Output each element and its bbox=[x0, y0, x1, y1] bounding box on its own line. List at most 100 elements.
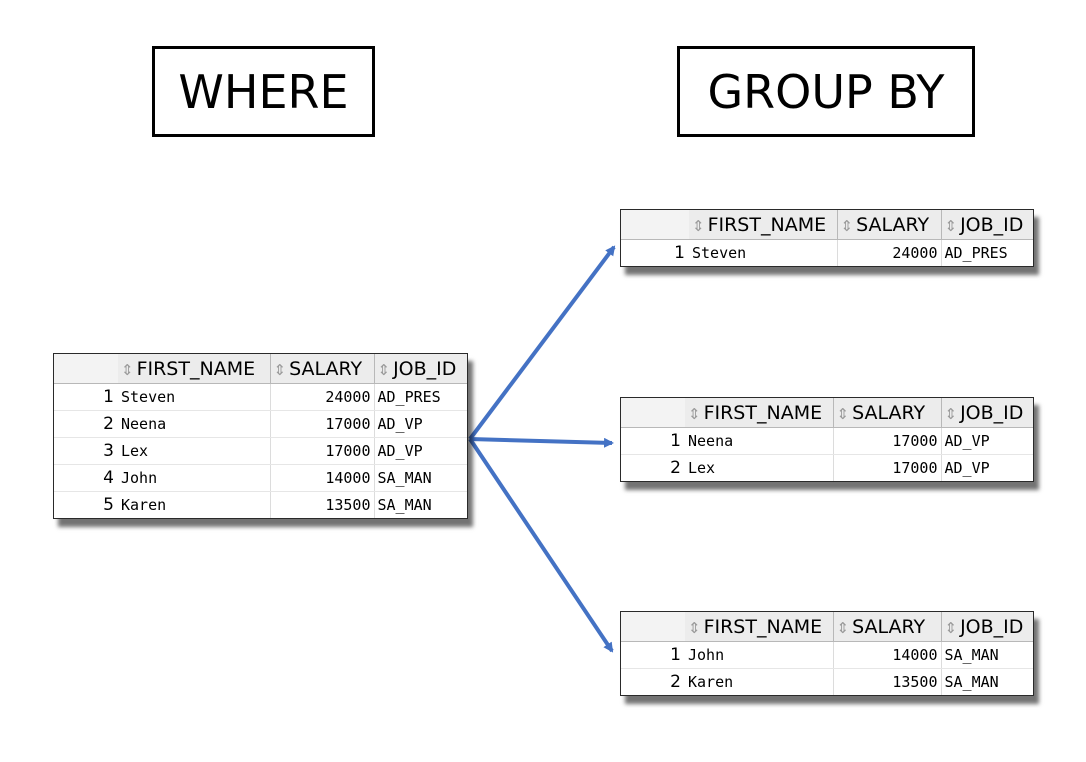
where-label-box: WHERE bbox=[152, 46, 375, 137]
column-header-salary[interactable]: ⇕SALARY bbox=[270, 354, 375, 384]
column-header-first-name[interactable]: ⇕FIRST_NAME bbox=[685, 398, 834, 428]
sort-arrows-icon[interactable]: ⇕ bbox=[377, 360, 391, 379]
row-number[interactable]: 1 bbox=[674, 243, 685, 263]
column-header-job-id[interactable]: ⇕JOB_ID bbox=[941, 210, 1033, 240]
column-header-salary[interactable]: ⇕SALARY bbox=[833, 398, 942, 428]
column-header-label: SALARY bbox=[856, 213, 930, 236]
column-header-label: SALARY bbox=[852, 401, 926, 424]
cell-job-id[interactable]: SA_MAN bbox=[944, 673, 999, 691]
row-number[interactable]: 2 bbox=[670, 458, 681, 478]
column-header-label: FIRST_NAME bbox=[707, 213, 827, 236]
row-number[interactable]: 1 bbox=[621, 427, 685, 455]
cell-first-name[interactable]: John bbox=[118, 464, 271, 492]
row-number[interactable]: 1 bbox=[54, 383, 118, 411]
cell-first-name[interactable]: Neena bbox=[118, 410, 271, 438]
row-number-header bbox=[621, 398, 685, 428]
column-header-job-id[interactable]: ⇕JOB_ID bbox=[941, 612, 1033, 642]
grid-header-row: ⇕FIRST_NAME⇕SALARY⇕JOB_ID bbox=[54, 354, 467, 384]
cell-first-name[interactable]: Karen bbox=[118, 491, 271, 518]
cell-salary[interactable]: 24000 bbox=[837, 239, 942, 266]
cell-job-id[interactable]: AD_VP bbox=[374, 437, 467, 465]
cell-first-name[interactable]: John bbox=[685, 641, 834, 669]
cell-salary[interactable]: 17000 bbox=[833, 427, 942, 455]
cell-first-name[interactable]: Neena bbox=[685, 427, 834, 455]
sort-arrows-icon[interactable]: ⇕ bbox=[944, 404, 958, 423]
cell-job-id[interactable]: AD_PRES bbox=[374, 383, 467, 411]
column-header-label: SALARY bbox=[289, 357, 363, 380]
column-header-first-name[interactable]: ⇕FIRST_NAME bbox=[689, 210, 838, 240]
column-header-salary[interactable]: ⇕SALARY bbox=[833, 612, 942, 642]
sort-arrows-icon[interactable]: ⇕ bbox=[688, 618, 701, 637]
column-header-label: FIRST_NAME bbox=[703, 615, 823, 638]
sort-arrows-icon[interactable]: ⇕ bbox=[944, 618, 958, 637]
row-number[interactable]: 5 bbox=[103, 495, 114, 515]
sort-arrows-icon[interactable]: ⇕ bbox=[836, 404, 850, 423]
cell-salary[interactable]: 17000 bbox=[270, 410, 375, 438]
cell-first-name[interactable]: Steven bbox=[689, 239, 838, 266]
grid-header-row: ⇕FIRST_NAME⇕SALARY⇕JOB_ID bbox=[621, 398, 1033, 428]
column-header-job-id[interactable]: ⇕JOB_ID bbox=[374, 354, 467, 384]
cell-first-name[interactable]: Steven bbox=[118, 383, 271, 411]
cell-job-id[interactable]: AD_PRES bbox=[944, 244, 1008, 262]
cell-salary[interactable]: 13500 bbox=[833, 668, 942, 695]
cell-salary[interactable]: 24000 bbox=[270, 383, 375, 411]
group-by-label: GROUP BY bbox=[707, 64, 945, 119]
row-number-header bbox=[54, 354, 118, 384]
cell-job-id[interactable]: AD_VP bbox=[374, 410, 467, 438]
sort-arrows-icon[interactable]: ⇕ bbox=[836, 618, 850, 637]
row-number[interactable]: 4 bbox=[54, 464, 118, 492]
sort-arrows-icon[interactable]: ⇕ bbox=[944, 216, 958, 235]
grid-header-row: ⇕FIRST_NAME⇕SALARY⇕JOB_ID bbox=[621, 612, 1033, 642]
cell-job-id[interactable]: SA_MAN bbox=[377, 496, 432, 514]
row-number[interactable]: 2 bbox=[670, 672, 681, 692]
grid-header-row: ⇕FIRST_NAME⇕SALARY⇕JOB_ID bbox=[621, 210, 1033, 240]
sort-arrows-icon[interactable]: ⇕ bbox=[840, 216, 854, 235]
cell-job-id[interactable]: AD_VP bbox=[941, 427, 1033, 455]
group-by-label-box: GROUP BY bbox=[677, 46, 975, 137]
column-header-label: SALARY bbox=[852, 615, 926, 638]
row-number[interactable]: 1 bbox=[621, 641, 685, 669]
cell-first-name[interactable]: Lex bbox=[685, 454, 834, 481]
row-number-header bbox=[621, 210, 689, 240]
sort-arrows-icon[interactable]: ⇕ bbox=[121, 360, 134, 379]
cell-salary[interactable]: 13500 bbox=[270, 491, 375, 518]
arrow-to-group-3 bbox=[468, 437, 614, 653]
cell-first-name[interactable]: Karen bbox=[685, 668, 834, 695]
column-header-label: JOB_ID bbox=[960, 213, 1024, 236]
column-header-job-id[interactable]: ⇕JOB_ID bbox=[941, 398, 1033, 428]
cell-salary[interactable]: 14000 bbox=[833, 641, 942, 669]
cell-salary[interactable]: 17000 bbox=[833, 454, 942, 481]
cell-job-id[interactable]: SA_MAN bbox=[941, 641, 1033, 669]
row-number[interactable]: 2 bbox=[54, 410, 118, 438]
sort-arrows-icon[interactable]: ⇕ bbox=[273, 360, 287, 379]
column-header-first-name[interactable]: ⇕FIRST_NAME bbox=[118, 354, 271, 384]
arrow-to-group-2 bbox=[469, 437, 614, 448]
arrow-to-group-1 bbox=[468, 245, 616, 441]
cell-first-name[interactable]: Lex bbox=[118, 437, 271, 465]
row-number-header bbox=[621, 612, 685, 642]
cell-job-id[interactable]: SA_MAN bbox=[374, 464, 467, 492]
cell-salary[interactable]: 14000 bbox=[270, 464, 375, 492]
row-number[interactable]: 3 bbox=[54, 437, 118, 465]
column-header-salary[interactable]: ⇕SALARY bbox=[837, 210, 942, 240]
sort-arrows-icon[interactable]: ⇕ bbox=[688, 404, 701, 423]
column-header-first-name[interactable]: ⇕FIRST_NAME bbox=[685, 612, 834, 642]
cell-salary[interactable]: 17000 bbox=[270, 437, 375, 465]
sort-arrows-icon[interactable]: ⇕ bbox=[692, 216, 705, 235]
cell-job-id[interactable]: AD_VP bbox=[944, 459, 990, 477]
column-header-label: FIRST_NAME bbox=[703, 401, 823, 424]
